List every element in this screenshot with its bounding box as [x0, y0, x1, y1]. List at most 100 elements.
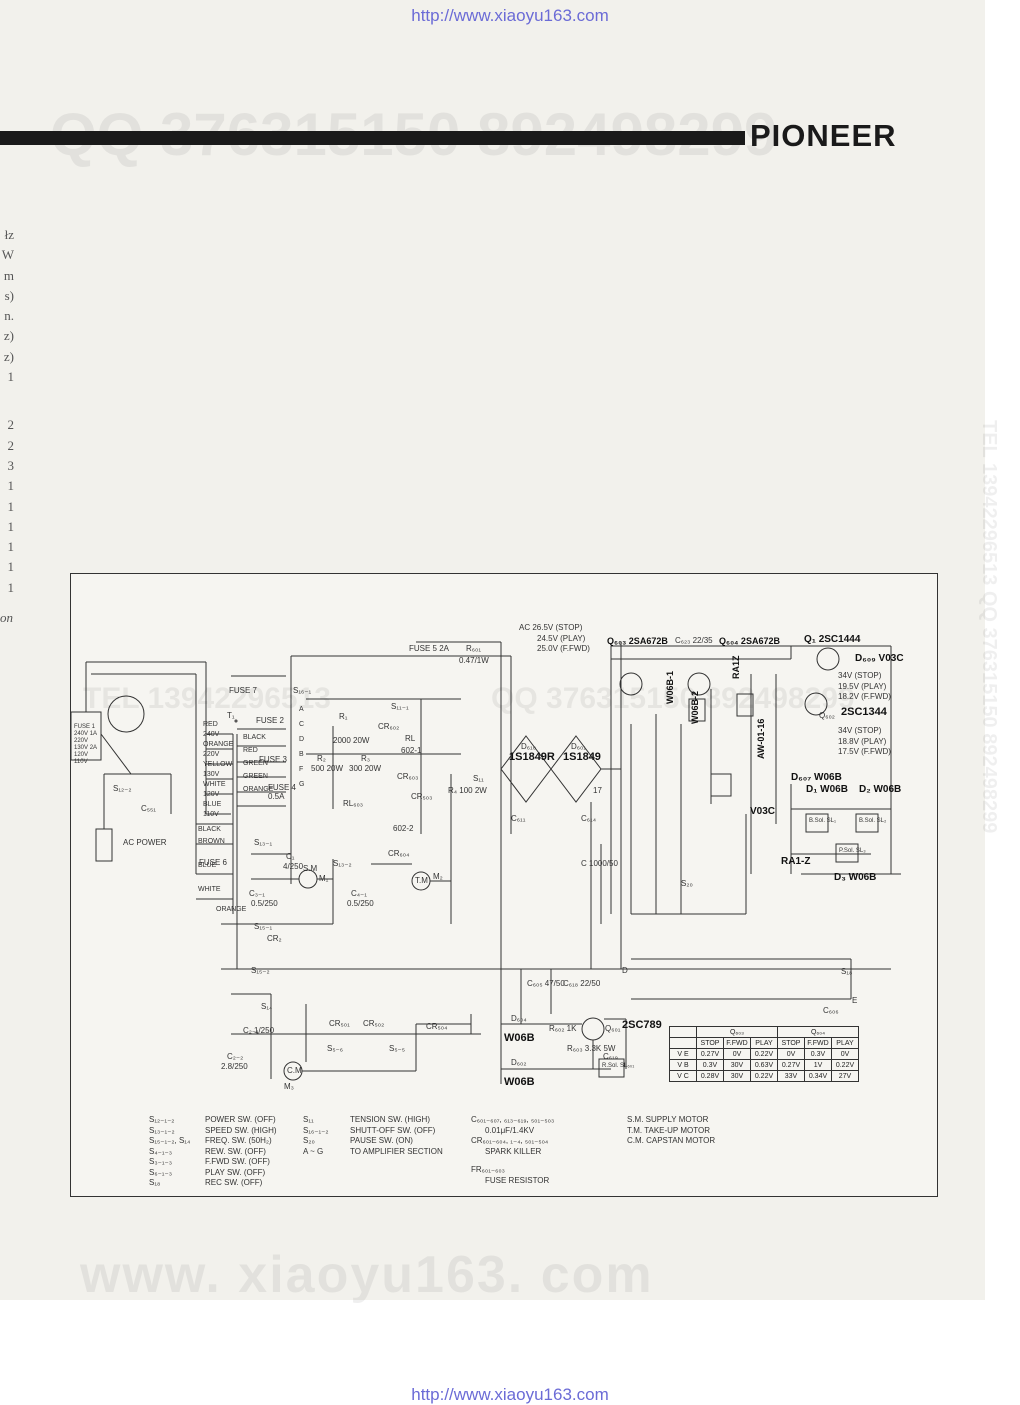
r3-value: 300 20W — [349, 764, 382, 773]
c31-value: 0.5/250 — [251, 899, 278, 908]
vt-corner — [669, 1037, 697, 1049]
m2-label: M₂ — [433, 872, 443, 881]
wire-orange: ORANGE — [216, 906, 247, 913]
v03c-label: V03C — [750, 806, 776, 817]
m3-label: M₃ — [284, 1082, 294, 1091]
psol-label: P.Sol. SL₃ — [839, 848, 866, 854]
c31-label: C₃₋₁ — [249, 889, 265, 898]
node-d: D — [622, 966, 628, 975]
vt-col-header: STOP — [696, 1037, 724, 1049]
transistor-voltage-table: Q₆₀₃ Q₆₀₄ STOP F.FWD PLAY STOP F.FWD PLA… — [669, 1026, 859, 1082]
d604-label: D₆₀₄ — [511, 1014, 527, 1023]
legend-switch-desc: POWER SW. (OFF) SPEED SW. (HIGH) FREQ. S… — [205, 1115, 277, 1187]
margin-char: 1 — [7, 539, 15, 555]
header-rule — [0, 131, 745, 145]
q603-label: Q₆₀₃ 2SA672B — [607, 636, 668, 646]
t1-label: T₁ — [227, 711, 235, 720]
c619-label: C₆₁₉ — [603, 1052, 618, 1061]
s13-2-label: S₁₃₋₂ — [333, 859, 352, 868]
s18-label: S₁₈ — [841, 967, 853, 976]
source-url-top[interactable]: http://www.xiaoyu163.com — [411, 6, 609, 25]
node-e: E — [852, 996, 858, 1005]
r1-label: R₁ — [339, 712, 348, 721]
bsol-sl2 — [855, 813, 879, 833]
d2-label: D₂ W06B — [859, 784, 902, 795]
c22-value: 2.8/250 — [221, 1062, 248, 1071]
rsol-label: R.Sol. SL₆₀₁ — [602, 1063, 635, 1069]
d1-label: D₁ W06B — [806, 784, 848, 795]
legend-mid-refs: S₁₁ S₁₆₋₁₋₂ S₂₀ A ~ G — [303, 1115, 329, 1156]
legend-components: C₆₀₁₋₆₀₇, ₆₁₃₋₆₁₉, ₅₀₁₋₅₀₃ 0.01μF/1.4KV … — [471, 1115, 555, 1185]
cr503-label: CR₅₀₃ — [411, 792, 433, 801]
s20-label: S₂₀ — [681, 879, 693, 888]
q604-transistor — [687, 672, 711, 696]
ac-voltage-notes: AC 26.5V (STOP) 24.5V (PLAY) 25.0V (F.FW… — [519, 623, 590, 653]
q1-voltages: 34V (STOP) 19.5V (PLAY) 18.2V (F.FWD) — [838, 671, 891, 701]
margin-char: 1 — [7, 478, 15, 494]
secondary-wire-colors: BLACK RED GREEN GREEN ORANGE — [243, 734, 274, 793]
r2-label: R₂ — [317, 754, 326, 763]
node-17: 17 — [593, 786, 602, 795]
w06b2-label: W06B-2 — [690, 690, 700, 724]
bsol-sl1 — [805, 813, 829, 833]
watermark-www: www. xiaoyu163. com — [80, 1246, 654, 1304]
q604-label: Q₆₀₄ 2SA672B — [719, 636, 780, 646]
d3-label: D₃ W06B — [834, 872, 877, 883]
q2-part: 2SC1344 — [841, 706, 887, 718]
fuse7-label: FUSE 7 — [229, 686, 258, 695]
cr2-label: CR₂ — [267, 934, 282, 943]
relay-rl602 — [736, 693, 754, 717]
watermark-tel: TEL 13942296513 — [83, 682, 331, 715]
margin-char: z) — [3, 328, 14, 344]
vt-group-q603: Q₆₀₃ — [696, 1026, 778, 1038]
fuse3-label: FUSE 3 — [259, 755, 288, 764]
margin-italic-text: on — [0, 610, 13, 625]
vt-col-header: F.FWD — [804, 1037, 832, 1049]
s5-6-label: S₅₋₆ — [327, 1044, 344, 1053]
rl-label: RL — [405, 734, 416, 743]
q602-label: Q₆₀₂ — [819, 711, 835, 720]
c1-label: C₁ — [286, 852, 295, 861]
r602-label: R₆₀₂ 1K — [549, 1024, 577, 1033]
margin-char: łz — [4, 227, 14, 242]
bridge1-part: 1S1849R — [509, 751, 555, 763]
table-row: V B 0.3V 30V 0.63V 0.27V 1V 0.22V — [669, 1059, 859, 1071]
r601-value: 0.47/1W — [459, 656, 489, 665]
fuse2-label: FUSE 2 — [256, 716, 285, 725]
watermark-side: TEL 13942296513 QQ 376315150 892498299 — [978, 420, 1000, 834]
margin-char: 2 — [7, 437, 15, 453]
vt-col-header: PLAY — [831, 1037, 859, 1049]
cr602-label: CR₆₀₂ — [378, 722, 400, 731]
aw0116-label: AW-01-16 — [756, 718, 766, 759]
source-url-bottom[interactable]: http://www.xiaoyu163.com — [411, 1385, 609, 1404]
rl602-2-label: 602-2 — [393, 824, 414, 833]
sm-label: S.M — [303, 864, 318, 873]
r1-value: 2000 20W — [333, 736, 370, 745]
w06b-d602: W06B — [504, 1076, 535, 1088]
c605-label: C₆₀₅ 47/50 — [527, 979, 565, 988]
margin-char: 1 — [7, 559, 15, 575]
cr604-label: CR₆₀₄ — [388, 849, 410, 858]
w06b-d604: W06B — [504, 1032, 535, 1044]
margin-char: W — [1, 247, 14, 263]
c41-label: C₄₋₁ — [351, 889, 367, 898]
s13-1-label: S₁₃₋₁ — [254, 838, 273, 847]
margin-char: 1 — [7, 369, 15, 385]
cr501-label: CR₅₀₁ — [329, 1019, 350, 1028]
q1-label: Q₁ 2SC1444 — [804, 634, 861, 645]
d602-label: D₆₀₂ — [511, 1058, 527, 1067]
vt-col-header: PLAY — [750, 1037, 778, 1049]
w06b1-label: W06B-1 — [665, 670, 675, 704]
bsol1-label: B.Sol. SL₁ — [809, 818, 837, 824]
margin-char: 3 — [7, 457, 15, 473]
left-margin-cropped-text: łz W m s) n. z) z) 1 2 2 3 1 1 1 1 1 1 — [0, 225, 14, 598]
ra1z-rot-label: RA1Z — [731, 655, 741, 679]
ac-power-label: AC POWER — [123, 838, 167, 847]
s15-2-label: S₁₅₋₂ — [251, 966, 270, 975]
fuse5-label: FUSE 5 2A — [409, 644, 450, 653]
c22-label: C₂₋₂ — [227, 1052, 244, 1061]
tm-label: T.M — [415, 876, 428, 885]
s12-2-label: S₁₂₋₂ — [113, 784, 132, 793]
r3-label: R₃ — [361, 754, 371, 763]
c614-label: C₆₁₄ — [581, 814, 596, 823]
